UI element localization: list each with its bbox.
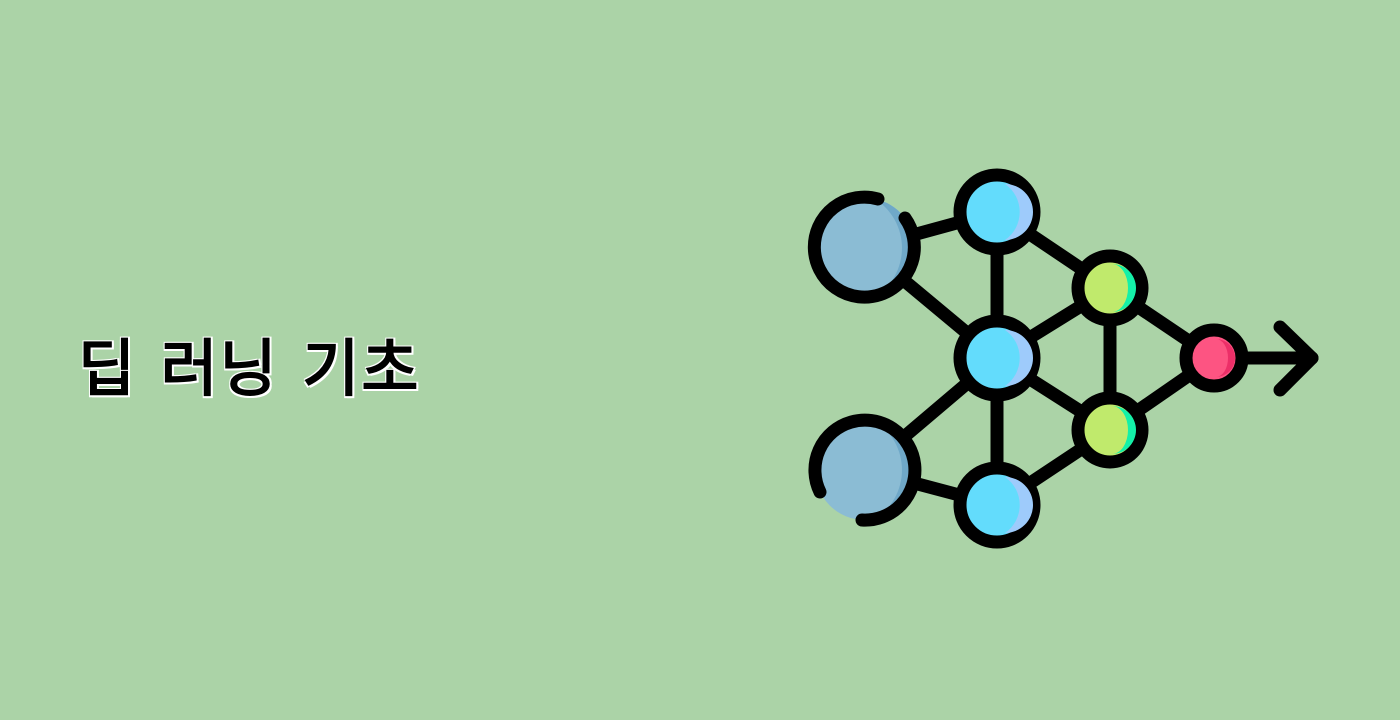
hidden-node-2 — [953, 314, 1041, 402]
hidden-node-3 — [953, 461, 1041, 549]
deep-node-1 — [1071, 249, 1149, 327]
input-node-bottom — [808, 413, 922, 527]
hidden-node-1 — [953, 168, 1041, 256]
output-node — [1179, 323, 1249, 393]
deep-node-2 — [1071, 391, 1149, 469]
input-node-top — [807, 190, 921, 304]
course-title: 딥 러닝 기초 — [78, 332, 421, 405]
neural-network-icon — [807, 168, 1319, 549]
